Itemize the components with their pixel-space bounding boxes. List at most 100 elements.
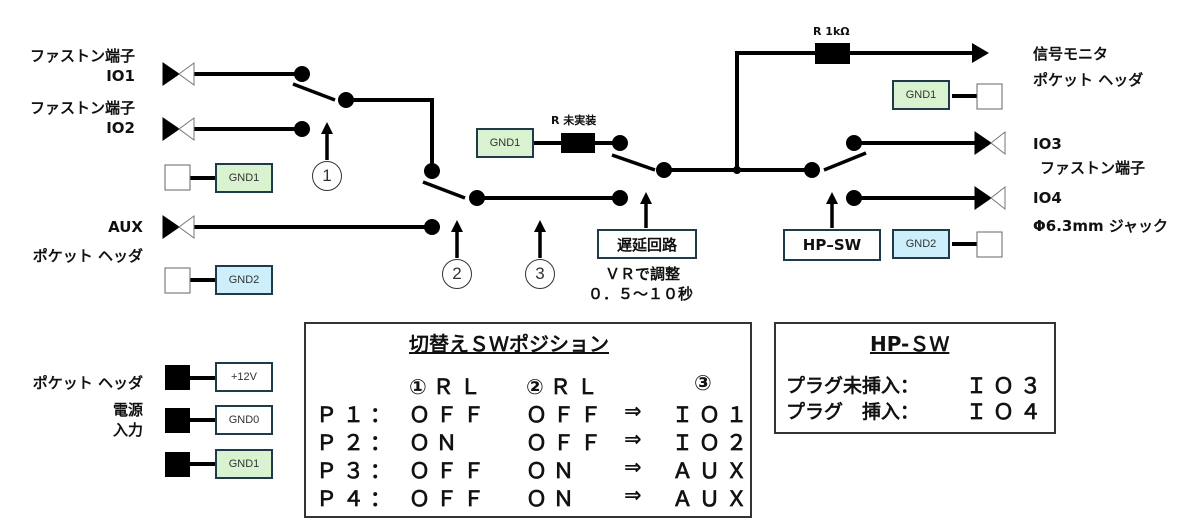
pin-headers (164, 83, 1003, 477)
hp-table-title: HP-ＳＷ (870, 332, 950, 356)
hp-row-output: ＩＯ４ (966, 400, 1047, 424)
row-arrow: ⇒ (624, 455, 648, 479)
contact-dot (424, 219, 440, 235)
switch-marker-2: 2 (442, 259, 472, 289)
switch-blade-rl1 (292, 82, 336, 102)
power-label-line3: 入力 (112, 421, 143, 439)
power-12v-box: +12V (215, 362, 273, 392)
io2-label-name: IO2 (106, 119, 135, 137)
arrow-up-icon (640, 192, 652, 204)
contact-dot (846, 190, 862, 206)
row-rl2: ＯＦＦ (526, 403, 607, 427)
contact-dot (612, 190, 628, 206)
io3-label-name: IO3 (1033, 135, 1062, 153)
gnd1-box: GND1 (215, 163, 273, 193)
row-rl2: ＯＮ (526, 487, 580, 511)
power-pin-icon (165, 408, 190, 433)
row-output: ＡＵＸ (672, 487, 753, 511)
faston-connector-icon (162, 62, 195, 86)
contact-dot (804, 162, 820, 178)
switch-blades (292, 82, 867, 200)
delay-note-line1: ＶＲで調整 (605, 265, 681, 283)
junction-dot (733, 166, 741, 174)
contact-dot (469, 190, 485, 206)
connectors-right (974, 130, 1006, 211)
wire-rl1-out (346, 98, 434, 170)
contact-dot (656, 162, 672, 178)
resistor-unmounted-label: R 未実装 (551, 114, 597, 127)
contacts (294, 66, 862, 235)
pin-header-icon (976, 83, 1003, 110)
row-position: Ｐ４： (316, 487, 397, 511)
delay-circuit-box: 遅延回路 (597, 229, 697, 259)
io4-label-type: Φ6.3mm ジャック (1033, 217, 1169, 235)
row-output: ＩＯ２ (672, 431, 753, 455)
hp-row-output: ＩＯ３ (966, 374, 1047, 398)
io1-label-type: ファストン端子 (29, 47, 135, 65)
resistor-1k (815, 43, 850, 64)
row-rl1: ＯＮ (409, 431, 463, 455)
switch-blade-hpsw (823, 151, 867, 172)
mid-gnd1-box: GND1 (476, 128, 534, 158)
contact-dot (612, 135, 628, 151)
row-output: ＡＵＸ (672, 459, 753, 483)
power-pin-icon (165, 452, 190, 477)
contact-dot (338, 92, 354, 108)
row-position: Ｐ３： (316, 459, 397, 483)
io4-connector-icon (974, 185, 1006, 211)
monitor-gnd1-box: GND1 (892, 80, 950, 110)
row-position: Ｐ２： (316, 431, 397, 455)
contact-dot (424, 163, 440, 179)
faston-connector-icon (162, 117, 195, 141)
aux-connector-icon (162, 215, 195, 239)
resistor-unmounted (561, 133, 595, 153)
arrow-up-icon (826, 192, 838, 204)
aux-label-type: ポケット ヘッダ (32, 247, 143, 265)
resistor-1k-label: R 1kΩ (813, 25, 850, 38)
arrow-up-icon (321, 122, 333, 134)
row-position: Ｐ１： (316, 403, 397, 427)
switch-blade-delay (611, 153, 656, 172)
aux-label-name: AUX (108, 218, 143, 236)
arrow-up-icon (534, 220, 546, 232)
switch-blade-rl2 (422, 180, 466, 200)
io1-label-name: IO1 (106, 67, 135, 85)
wire-monitor (735, 51, 975, 170)
hp-row-label: プラグ未挿入： (786, 375, 920, 397)
gnd2-box: GND2 (215, 265, 273, 295)
row-rl2: ＯＦＦ (526, 431, 607, 455)
arrow-up-icon (451, 220, 463, 232)
io4-label-name: IO4 (1033, 189, 1062, 207)
connectors-left (162, 62, 195, 239)
monitor-label: 信号モニタ (1033, 45, 1109, 63)
switch-marker-3: 3 (525, 259, 555, 289)
contact-dot (294, 121, 310, 137)
sw-table-header-rl1: ①ＲＬ (409, 375, 487, 399)
row-rl1: ＯＦＦ (409, 459, 490, 483)
power-gnd1-box: GND1 (215, 449, 273, 479)
row-arrow: ⇒ (624, 483, 648, 507)
row-rl1: ＯＦＦ (409, 403, 490, 427)
sw-table-header-out: ③ (694, 371, 718, 395)
row-rl1: ＯＦＦ (409, 487, 490, 511)
switch-marker-1: 1 (312, 161, 342, 191)
pin-header-icon (164, 164, 191, 191)
monitor-arrow-icon (972, 43, 989, 63)
io3-connector-icon (974, 130, 1006, 156)
pin-header-icon (164, 267, 191, 294)
io2-label-type: ファストン端子 (29, 99, 135, 117)
hp-sw-table: HP-ＳＷ プラグ未挿入： ＩＯ３ プラグ 挿入： ＩＯ４ (774, 322, 1056, 434)
hp-sw-box: HP–SW (783, 229, 881, 261)
io3-label-type: ファストン端子 (1040, 159, 1146, 177)
pin-header-icon (976, 231, 1003, 258)
delay-note-line2: ０．５～１０秒 (588, 285, 694, 303)
sw-table-title: 切替えＳＷポジション (409, 332, 609, 356)
gnd0-box: GND0 (215, 405, 273, 435)
power-pin-icon (165, 365, 190, 390)
sw-position-table: 切替えＳＷポジション ①ＲＬ ②ＲＬ ③ Ｐ１： ＯＦＦ ＯＦＦ ⇒ ＩＯ１ Ｐ… (304, 322, 752, 518)
row-arrow: ⇒ (624, 427, 648, 451)
row-output: ＩＯ１ (672, 403, 753, 427)
io4-gnd2-box: GND2 (892, 229, 950, 259)
power-label-type: ポケット ヘッダ (32, 374, 143, 392)
